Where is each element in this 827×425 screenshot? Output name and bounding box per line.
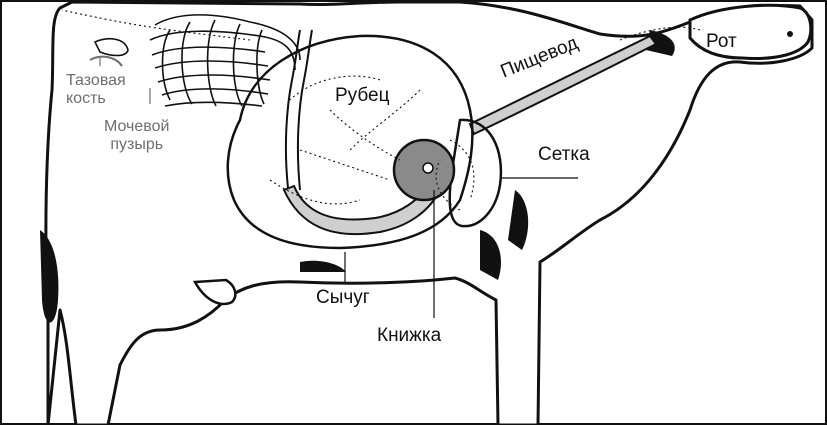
bladder — [93, 37, 129, 57]
label-omasum: Книжка — [377, 325, 442, 346]
shading-patch — [300, 260, 346, 272]
label-pelvic-bone: Тазовая кость — [66, 72, 126, 108]
shading-patch — [480, 230, 501, 280]
label-abomasum: Сычуг — [316, 287, 370, 308]
udder — [192, 278, 237, 306]
leader-lines — [344, 177, 578, 318]
intestines — [149, 14, 301, 107]
shading-patch — [508, 190, 529, 250]
small-intestine-tube — [296, 29, 313, 191]
shading-patch — [646, 30, 675, 56]
small-intestine-tube — [284, 29, 301, 189]
shading-patch — [40, 230, 59, 323]
cow-head — [688, 3, 813, 60]
label-bladder: Мочевой пузырь — [104, 118, 170, 154]
rumen — [226, 34, 474, 250]
label-rumen: Рубец — [335, 85, 390, 106]
label-reticulum: Сетка — [538, 144, 590, 165]
pelvic-bone — [89, 55, 123, 67]
nostril — [787, 31, 793, 37]
esophagus — [468, 34, 658, 136]
omasum-opening — [422, 162, 434, 174]
flow-arrows — [61, 9, 701, 211]
label-mouth: Рот — [706, 31, 737, 52]
reticulum — [448, 118, 503, 228]
